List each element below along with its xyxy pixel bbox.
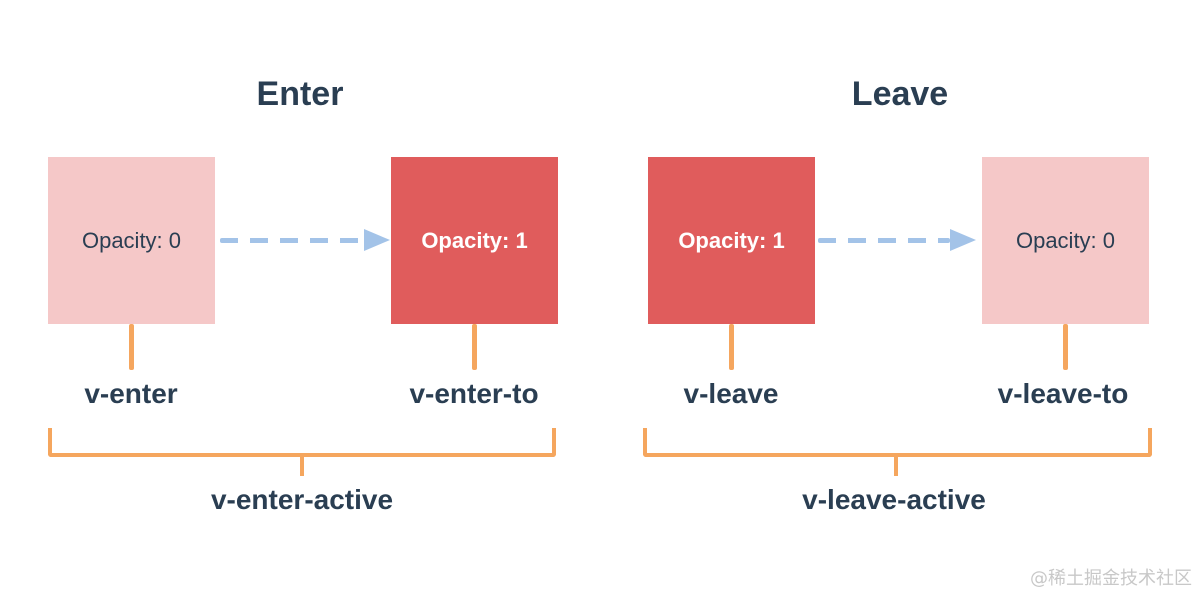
leave-from-opacity-label: Opacity: 1 [678, 227, 785, 253]
enter-from-connector-line [129, 324, 134, 370]
enter-arrowhead-icon [364, 229, 390, 251]
leave-active-range-bracket [643, 428, 1152, 457]
leave-from-connector-line [729, 324, 734, 370]
leave-bracket-tick [894, 457, 898, 476]
leave-section-title: Leave [851, 75, 949, 113]
leave-arrowhead-icon [950, 229, 976, 251]
leave-transition-dashed-arrow [818, 238, 950, 243]
enter-bracket-tick [300, 457, 304, 476]
v-leave-active-class-label: v-leave-active [802, 484, 986, 515]
leave-to-opacity-label: Opacity: 0 [1015, 227, 1116, 253]
leave-to-state-box: Opacity: 0 [982, 157, 1149, 324]
watermark: @稀土掘金技术社区 [1030, 568, 1192, 589]
v-enter-active-class-label: v-enter-active [210, 484, 394, 515]
v-enter-class-label: v-enter [84, 378, 178, 409]
enter-active-range-bracket [48, 428, 556, 457]
enter-to-state-box: Opacity: 1 [391, 157, 558, 324]
enter-from-state-box: Opacity: 0 [48, 157, 215, 324]
enter-section-title: Enter [256, 75, 344, 113]
v-leave-class-label: v-leave [683, 378, 779, 409]
enter-from-opacity-label: Opacity: 0 [81, 227, 182, 253]
leave-from-state-box: Opacity: 1 [648, 157, 815, 324]
enter-to-connector-line [472, 324, 477, 370]
leave-diagram-group: Leave Opacity: 1 Opacity: 0 v-leave v-le… [600, 0, 1200, 600]
v-enter-to-class-label: v-enter-to [409, 378, 539, 409]
leave-to-connector-line [1063, 324, 1068, 370]
enter-diagram-group: Enter Opacity: 0 Opacity: 1 v-enter v-en… [48, 75, 558, 515]
enter-to-opacity-label: Opacity: 1 [421, 227, 528, 253]
v-leave-to-class-label: v-leave-to [997, 378, 1129, 409]
enter-transition-dashed-arrow [220, 238, 364, 243]
